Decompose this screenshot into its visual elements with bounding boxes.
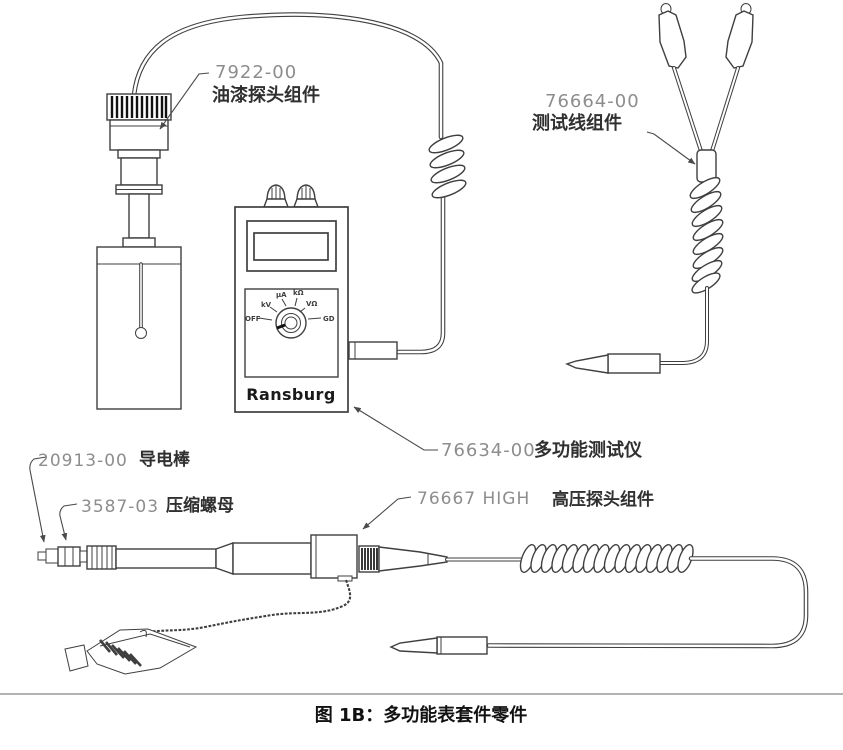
test-lead-part-number: 76664-00 (545, 91, 640, 112)
multimeter: OFF kV μA kΩ VΩ GD Ransburg (234, 184, 398, 413)
dial-position-off: OFF (245, 315, 261, 323)
strain-relief-cone (378, 546, 448, 572)
figure-caption: 图 1B：多功能表套件零件 (315, 704, 528, 726)
leader-paint-probe (159, 72, 210, 130)
clip-spring (99, 639, 142, 667)
terminal-post-left (262, 184, 290, 208)
terminal-post-right (292, 184, 320, 208)
probe-upper-body (109, 119, 169, 248)
dial-ticks (258, 297, 322, 321)
label-hv-probe: 76667 HIGH 高压探头组件 (362, 489, 654, 530)
clip-tab (64, 644, 89, 672)
dial-position-ua: μA (276, 291, 287, 299)
meter-part-number: 76634-00 (441, 440, 536, 461)
label-meter: 76634-00 多功能测试仪 (353, 406, 643, 461)
leader-test-lead (646, 131, 696, 165)
compression-nut-label: 压缩螺母 (166, 495, 234, 516)
dial-pointer (276, 323, 286, 330)
coiled-cord (519, 544, 694, 573)
nut-spacer (79, 550, 88, 563)
test-lead-assembly (565, 3, 754, 374)
knurled-ring (358, 545, 380, 573)
conductive-rod-part-number: 20913-00 (38, 451, 128, 471)
paint-probe-label: 油漆探头组件 (212, 84, 320, 106)
leader-hv-probe (362, 496, 412, 530)
test-lead-label: 测试线组件 (532, 112, 622, 134)
test-lead-coil (689, 176, 724, 294)
meter-output-connector (348, 341, 398, 360)
probe-electrode-tip (135, 327, 147, 339)
probe-handle (232, 542, 312, 575)
leader-compression-nut (59, 503, 78, 541)
clip-wire-hook (139, 629, 147, 638)
alligator-clip (64, 628, 198, 675)
knurled-connector (106, 93, 172, 121)
hv-lead-probe-tip (389, 636, 488, 655)
banana-plug-left (658, 3, 687, 69)
hv-probe-part-number: 76667 HIGH (417, 489, 530, 509)
label-paint-probe: 7922-00 油漆探头组件 (159, 62, 320, 130)
paint-probe-assembly (96, 93, 182, 410)
lcd-display (246, 220, 337, 272)
label-test-lead: 76664-00 测试线组件 (532, 91, 696, 165)
cable-coil (428, 134, 467, 199)
barrel-taper (215, 542, 234, 575)
dial-position-kohm: kΩ (293, 289, 304, 297)
label-compression-nut: 3587-03 压缩螺母 (59, 495, 234, 541)
dial-position-vohm: VΩ (306, 300, 317, 308)
brand-text: Ransburg (246, 385, 335, 404)
test-lead-probe-tip (565, 353, 661, 374)
lead-junction (696, 149, 717, 183)
conductive-rod-label: 导电棒 (139, 449, 191, 470)
ground-wire (143, 579, 352, 635)
paint-probe-cable (131, 12, 467, 355)
probe-handle-body (96, 246, 182, 410)
leader-meter (353, 406, 438, 451)
compression-nut-part-number: 3587-03 (81, 497, 159, 517)
label-conductive-rod: 20913-00 导电棒 (29, 449, 191, 543)
lead-wires (672, 66, 740, 153)
dial-position-gd: GD (323, 315, 335, 323)
rotary-dial: OFF kV μA kΩ VΩ GD (244, 288, 339, 378)
probe-body-block (310, 534, 358, 582)
meter-label: 多功能测试仪 (534, 439, 643, 461)
ringed-connector (86, 545, 117, 570)
hv-probe-assembly (37, 534, 809, 675)
conductive-rod (37, 548, 59, 564)
banana-plug-right (725, 3, 754, 69)
hv-probe-label: 高压探头组件 (552, 489, 654, 510)
probe-barrel (115, 548, 217, 569)
paint-probe-part-number: 7922-00 (215, 62, 297, 83)
leader-conductive-rod (29, 456, 47, 543)
dial-position-kv: kV (261, 301, 272, 309)
compression-nut (57, 546, 81, 567)
